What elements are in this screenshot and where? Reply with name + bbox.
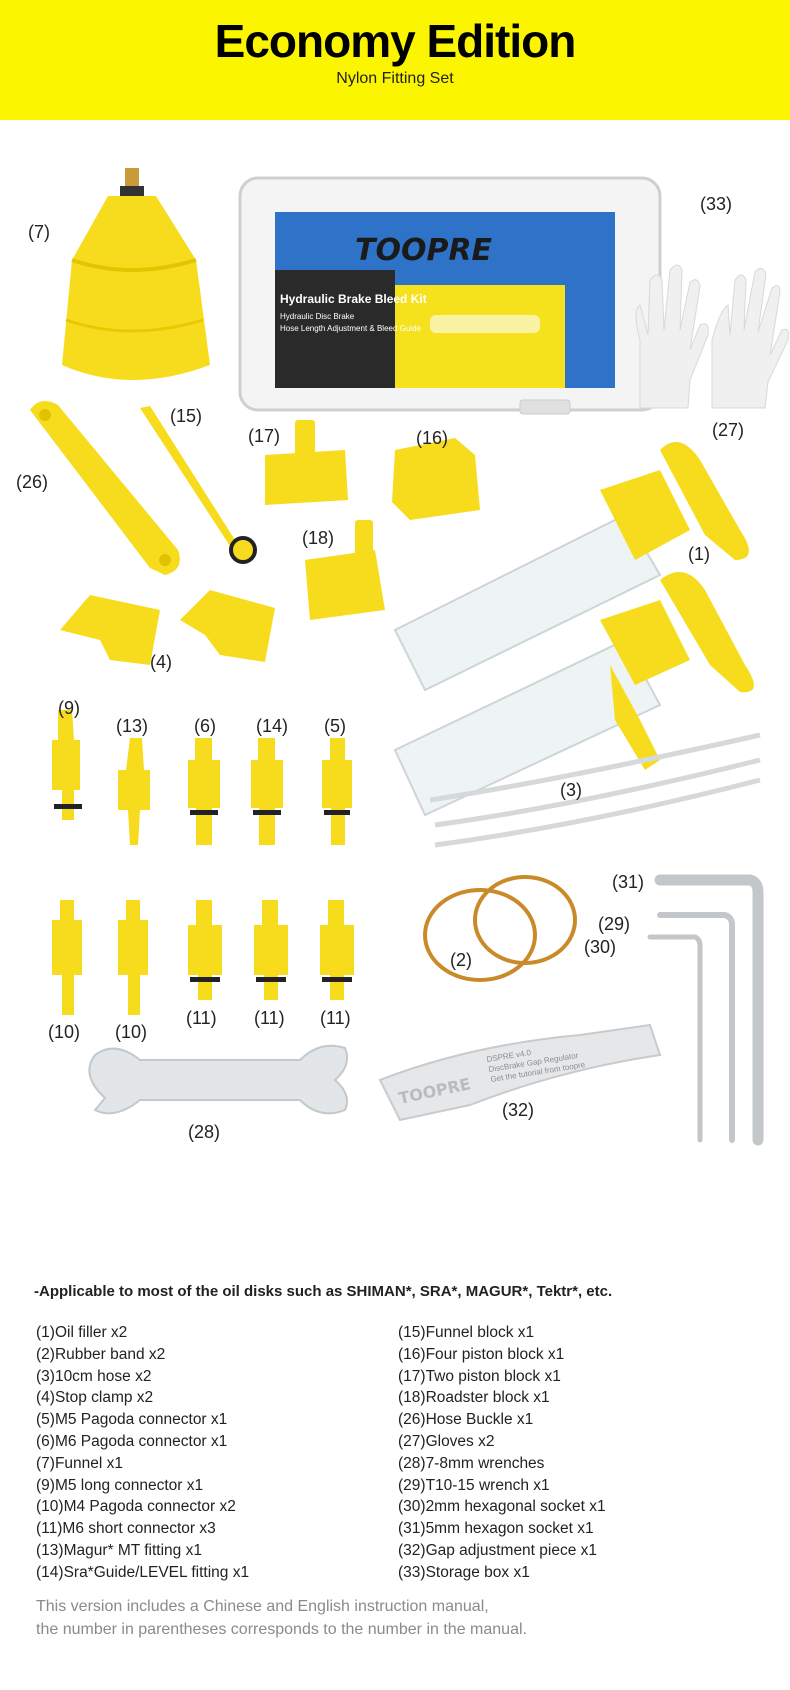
list-item: (29)T10-15 wrench x1	[398, 1476, 550, 1494]
label-15: (15)	[170, 406, 203, 426]
list-item: (6)M6 Pagoda connector x1	[36, 1432, 228, 1450]
list-item: (9)M5 long connector x1	[36, 1476, 204, 1494]
label-17: (17)	[248, 426, 281, 446]
label-4: (4)	[150, 652, 172, 672]
connectors-row-1	[52, 710, 352, 845]
list-item: (16)Four piston block x1	[398, 1345, 565, 1363]
label-30: (30)	[584, 937, 617, 957]
label-10b: (10)	[115, 1022, 148, 1042]
footer-line-2: the number in parentheses corresponds to…	[36, 1621, 527, 1638]
label-14: (14)	[256, 716, 289, 736]
four-piston-block	[392, 438, 480, 520]
box-product-name: Hydraulic Brake Bleed Kit	[280, 292, 427, 306]
label-18: (18)	[302, 528, 335, 548]
label-2: (2)	[450, 950, 472, 970]
list-item: (33)Storage box x1	[398, 1563, 530, 1581]
label-29: (29)	[598, 914, 631, 934]
box-brand: TOOPRE	[355, 233, 493, 268]
connectors-row-2	[52, 900, 354, 1015]
list-item: (17)Two piston block x1	[398, 1367, 561, 1385]
storage-box: TOOPRE Hydraulic Brake Bleed Kit Hydraul…	[238, 176, 662, 415]
list-item: (4)Stop clamp x2	[36, 1389, 154, 1407]
funnel	[62, 168, 210, 380]
two-piston-block	[265, 420, 348, 505]
label-3: (3)	[560, 780, 582, 800]
footer-note: This version includes a Chinese and Engl…	[36, 1595, 527, 1641]
hex-wrenches	[647, 874, 764, 1146]
label-28: (28)	[188, 1122, 221, 1142]
box-line1: Hydraulic Disc Brake	[280, 312, 355, 321]
product-photo: TOOPRE Hydraulic Brake Bleed Kit Hydraul…	[0, 120, 790, 1270]
label-11c: (11)	[320, 1008, 351, 1028]
label-11b: (11)	[254, 1008, 285, 1028]
label-5: (5)	[324, 716, 346, 736]
label-7: (7)	[28, 222, 50, 242]
list-item: (7)Funnel x1	[36, 1454, 124, 1472]
label-9: (9)	[58, 698, 80, 718]
list-item: (30)2mm hexagonal socket x1	[398, 1498, 606, 1516]
hose-buckle	[30, 401, 180, 575]
funnel-block	[140, 406, 257, 564]
compatibility-note: -Applicable to most of the oil disks suc…	[34, 1283, 613, 1300]
list-item: (32)Gap adjustment piece x1	[398, 1541, 598, 1559]
page-subtitle: Nylon Fitting Set	[336, 70, 454, 87]
label-1: (1)	[688, 544, 710, 564]
label-32: (32)	[502, 1100, 535, 1120]
list-item: (11)M6 short connector x3	[36, 1520, 216, 1538]
footer-line-1: This version includes a Chinese and Engl…	[36, 1598, 489, 1615]
oil-filler-syringes	[393, 442, 754, 817]
list-item: (2)Rubber band x2	[36, 1345, 166, 1363]
parts-list-right: (15)Funnel block x1 (16)Four piston bloc…	[398, 1322, 606, 1584]
label-27: (27)	[712, 420, 745, 440]
list-item: (5)M5 Pagoda connector x1	[36, 1411, 228, 1429]
list-item: (3)10cm hose x2	[36, 1367, 152, 1385]
list-item: (14)Sra*Guide/LEVEL fitting x1	[36, 1563, 250, 1581]
list-item: (27)Gloves x2	[398, 1432, 495, 1450]
list-item: (10)M4 Pagoda connector x2	[36, 1498, 236, 1516]
label-26: (26)	[16, 472, 49, 492]
page-title: Economy Edition	[214, 15, 577, 67]
roadster-block	[305, 520, 385, 620]
list-item: (15)Funnel block x1	[398, 1324, 535, 1341]
open-wrench	[88, 1044, 348, 1115]
stop-clamps	[60, 590, 275, 665]
label-31: (31)	[612, 872, 645, 892]
label-10a: (10)	[48, 1022, 81, 1042]
list-item: (13)Magur* MT fitting x1	[36, 1541, 202, 1559]
header-banner: Economy Edition Nylon Fitting Set	[0, 0, 790, 120]
label-13: (13)	[116, 716, 149, 736]
box-line2: Hose Length Adjustment & Bleed Guide	[280, 324, 422, 333]
product-illustration: TOOPRE Hydraulic Brake Bleed Kit Hydraul…	[30, 168, 789, 1146]
label-33: (33)	[700, 194, 733, 214]
parts-list-left: (1)Oil filler x2 (2)Rubber band x2 (3)10…	[36, 1322, 249, 1584]
list-item: (1)Oil filler x2	[36, 1324, 128, 1341]
list-item: (28)7-8mm wrenches	[398, 1454, 545, 1472]
hoses	[429, 732, 761, 848]
rubber-bands	[423, 875, 577, 982]
label-6: (6)	[194, 716, 216, 736]
label-11a: (11)	[186, 1008, 217, 1028]
list-item: (18)Roadster block x1	[398, 1389, 550, 1407]
gloves	[635, 264, 789, 409]
label-16: (16)	[416, 428, 449, 448]
list-item: (26)Hose Buckle x1	[398, 1411, 534, 1429]
list-item: (31)5mm hexagon socket x1	[398, 1520, 594, 1538]
